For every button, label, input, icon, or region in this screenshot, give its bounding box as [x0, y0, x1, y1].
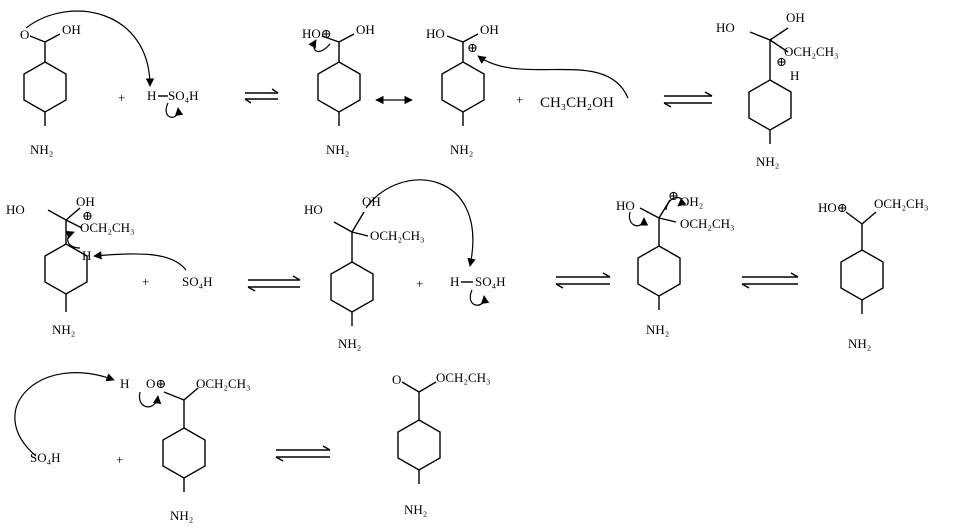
equilibrium-arrow-5 [741, 272, 799, 289]
nh2-label: NH₂ [848, 336, 871, 351]
molecule-tetrahedral-oxonium-2: HO OH OCH₂CH₃ ⊕ H NH₂ [6, 194, 135, 337]
ho-label: HO [426, 26, 445, 41]
h-label: H [147, 88, 156, 103]
plus-sign: + [116, 452, 123, 467]
curved-arrow-so4h [93, 251, 187, 271]
reagent-sulfuric-acid-2: H SO₄H [450, 274, 506, 306]
equilibrium-arrow-3 [247, 275, 301, 292]
molecule-benzocaine: O OCH₂CH₃ NH₂ [392, 370, 491, 517]
equilibrium-arrow-2 [663, 91, 713, 108]
nh2-label: NH₂ [30, 142, 53, 157]
ho-label: HO [304, 202, 323, 217]
ho-label: HO [616, 198, 635, 213]
nh2-label: NH₂ [646, 322, 669, 337]
oh-label: OH [480, 22, 499, 37]
so4h-label: SO₄H [168, 88, 199, 103]
och2ch3-label: OCH₂CH₃ [80, 220, 135, 235]
curved-arrow-1 [25, 10, 155, 87]
curved-arrow-small [138, 391, 162, 408]
plus-sign: + [142, 274, 149, 289]
ho-label: HO [716, 20, 735, 35]
och2ch3-label: OCH₂CH₃ [436, 370, 491, 385]
och2ch3-label: OCH₂CH₃ [680, 216, 735, 231]
nh2-label: NH₂ [52, 322, 75, 337]
curved-arrow-3 [14, 372, 115, 457]
h-label: H [450, 274, 459, 289]
curved-arrow-small [65, 230, 81, 249]
curved-arrow-small [628, 211, 649, 227]
plus-charge: ⊕ [668, 188, 679, 203]
o-plus-label: O⊕ [146, 376, 166, 391]
molecule-protonated-hydroxyl: HO ⊕ OH₂ OCH₂CH₃ NH₂ [616, 188, 735, 337]
molecule-protonated-ester-2: H O⊕ OCH₂CH₃ NH₂ [120, 376, 251, 523]
molecule-aminobenzoic-acid: O OH NH₂ [20, 22, 81, 157]
plus-sign: + [118, 90, 125, 105]
molecule-protonated-ester: HO⊕ OCH₂CH₃ NH₂ [818, 196, 929, 351]
h-label: H [120, 376, 129, 391]
ho-label: HO [6, 202, 25, 217]
ho-plus-label: HO⊕ [818, 200, 848, 215]
plus-charge: ⊕ [776, 54, 787, 69]
plus-charge: ⊕ [82, 208, 93, 223]
curved-arrow-small [308, 39, 331, 53]
curved-arrow-2 [365, 179, 476, 267]
nh2-label: NH₂ [338, 336, 361, 351]
curved-arrow-small [165, 102, 184, 118]
oh-label: OH [76, 194, 95, 209]
molecule-tetrahedral-oxonium: HO OH OCH₂CH₃ ⊕ H NH₂ [716, 10, 839, 169]
ethanol-label: CH₃CH₂OH [540, 95, 614, 111]
och2ch3-label: OCH₂CH₃ [784, 44, 839, 59]
oh-label: OH [786, 10, 805, 25]
molecule-carbocation: HO OH ⊕ NH₂ [426, 22, 499, 157]
nh2-label: NH₂ [756, 154, 779, 169]
nh2-label: NH₂ [450, 142, 473, 157]
plus-sign: + [516, 92, 523, 107]
so4h-label: SO₄H [182, 274, 213, 289]
oh-label: OH [62, 22, 81, 37]
curved-arrow-small [469, 289, 490, 306]
equilibrium-arrow-1 [244, 88, 279, 104]
h-label: H [790, 68, 799, 83]
curved-arrow-small [665, 196, 687, 211]
nh2-label: NH₂ [404, 502, 427, 517]
oh-label: OH [356, 22, 375, 37]
carbonyl-o-label: O [392, 372, 401, 387]
molecule-tetrahedral-neutral: HO OH OCH₂CH₃ NH₂ [304, 194, 425, 351]
oh2-label: OH₂ [680, 194, 703, 209]
nh2-label: NH₂ [170, 508, 193, 523]
so4h-label: SO₄H [30, 450, 61, 465]
plus-sign: + [416, 276, 423, 291]
ho-plus-label: HO⊕ [302, 26, 332, 41]
equilibrium-arrow-4 [555, 272, 611, 289]
reagent-sulfuric-acid: H SO₄H [147, 88, 199, 118]
och2ch3-label: OCH₂CH₃ [370, 228, 425, 243]
so4h-label: SO₄H [475, 274, 506, 289]
h-label: H [82, 248, 91, 263]
equilibrium-arrow-6 [275, 445, 331, 462]
och2ch3-label: OCH₂CH₃ [874, 196, 929, 211]
nh2-label: NH₂ [326, 142, 349, 157]
curved-arrow-ethanol [477, 55, 629, 99]
och2ch3-label: OCH₂CH₃ [196, 376, 251, 391]
plus-charge: ⊕ [467, 40, 478, 55]
molecule-protonated-acid: HO⊕ OH NH₂ [302, 22, 375, 157]
carbonyl-o-label: O [20, 27, 29, 42]
